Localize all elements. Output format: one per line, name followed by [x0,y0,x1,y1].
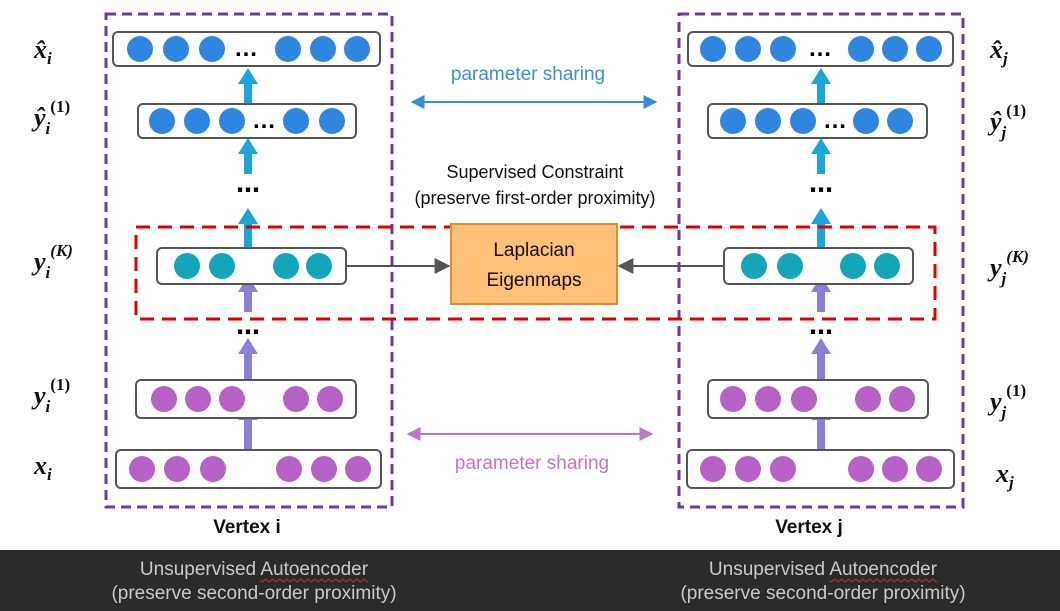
footer-caption-left: Unsupervised Autoencoder (preserve secon… [74,558,434,606]
right-label-y-hat-1: ŷj(1) [987,101,1026,142]
ellipsis-text: … [823,107,847,134]
left-layer-x-hat: … [112,31,381,67]
laplacian-eigenmaps-box [450,223,618,305]
vertex-i-border [104,12,394,509]
right-layer-y-k [723,247,914,285]
left-label-x: xi [33,451,52,484]
parameter-sharing-bottom-label: parameter sharing [455,453,609,474]
vertex-i-label: Vertex i [213,517,281,538]
left-vdots-lower: ⋯ [236,319,260,346]
footer-bar: Unsupervised Autoencoder (preserve secon… [0,550,1060,611]
left-layer-y-1 [135,379,357,419]
left-label-y-1: yi(1) [31,375,70,416]
left-label-y-hat-1: ŷi(1) [31,97,70,138]
footer-right-subtitle: (preserve second-order proximity) [680,583,966,604]
left-layer-x [115,449,382,489]
footer-right-autoencoder: Autoencoder [829,559,938,580]
right-vdots-lower: ⋯ [809,319,833,346]
vertex-j-border [677,12,965,509]
left-label-y-k: yi(K) [31,241,73,282]
footer-caption-right: Unsupervised Autoencoder (preserve secon… [643,558,1003,606]
laplacian-label-line2: Eigenmaps [486,270,581,291]
ellipsis-text: … [808,35,832,62]
sdne-diagram: … … … … [31,12,1029,538]
vertex-j-label: Vertex j [775,517,843,538]
supervised-constraint-subtitle: (preserve first-order proximity) [414,188,655,208]
right-layer-y-hat-1: … [707,103,928,139]
left-layer-y-k [156,247,347,285]
footer-right-prefix: Unsupervised [708,559,830,580]
supervised-constraint-title: Supervised Constraint [446,162,623,182]
left-vdots-upper: ⋯ [236,177,260,204]
left-layer-y-hat-1: … [137,103,357,139]
left-label-x-hat: x̂i [33,35,52,68]
right-layer-y-1 [707,379,929,419]
laplacian-label-line1: Laplacian [493,240,574,261]
footer-left-autoencoder: Autoencoder [260,559,369,580]
right-vdots-upper: ⋯ [809,177,833,204]
right-label-x: xj [995,459,1014,492]
right-layer-x [686,449,955,489]
right-label-y-1: yj(1) [987,381,1026,422]
ellipsis-text: … [234,35,258,62]
footer-left-prefix: Unsupervised [139,559,261,580]
right-label-x-hat: x̂j [989,35,1008,68]
footer-left-subtitle: (preserve second-order proximity) [111,583,397,604]
parameter-sharing-top-label: parameter sharing [451,64,605,85]
right-layer-x-hat: … [687,31,954,67]
right-label-y-k: yj(K) [987,247,1029,288]
ellipsis-text: … [252,107,276,134]
